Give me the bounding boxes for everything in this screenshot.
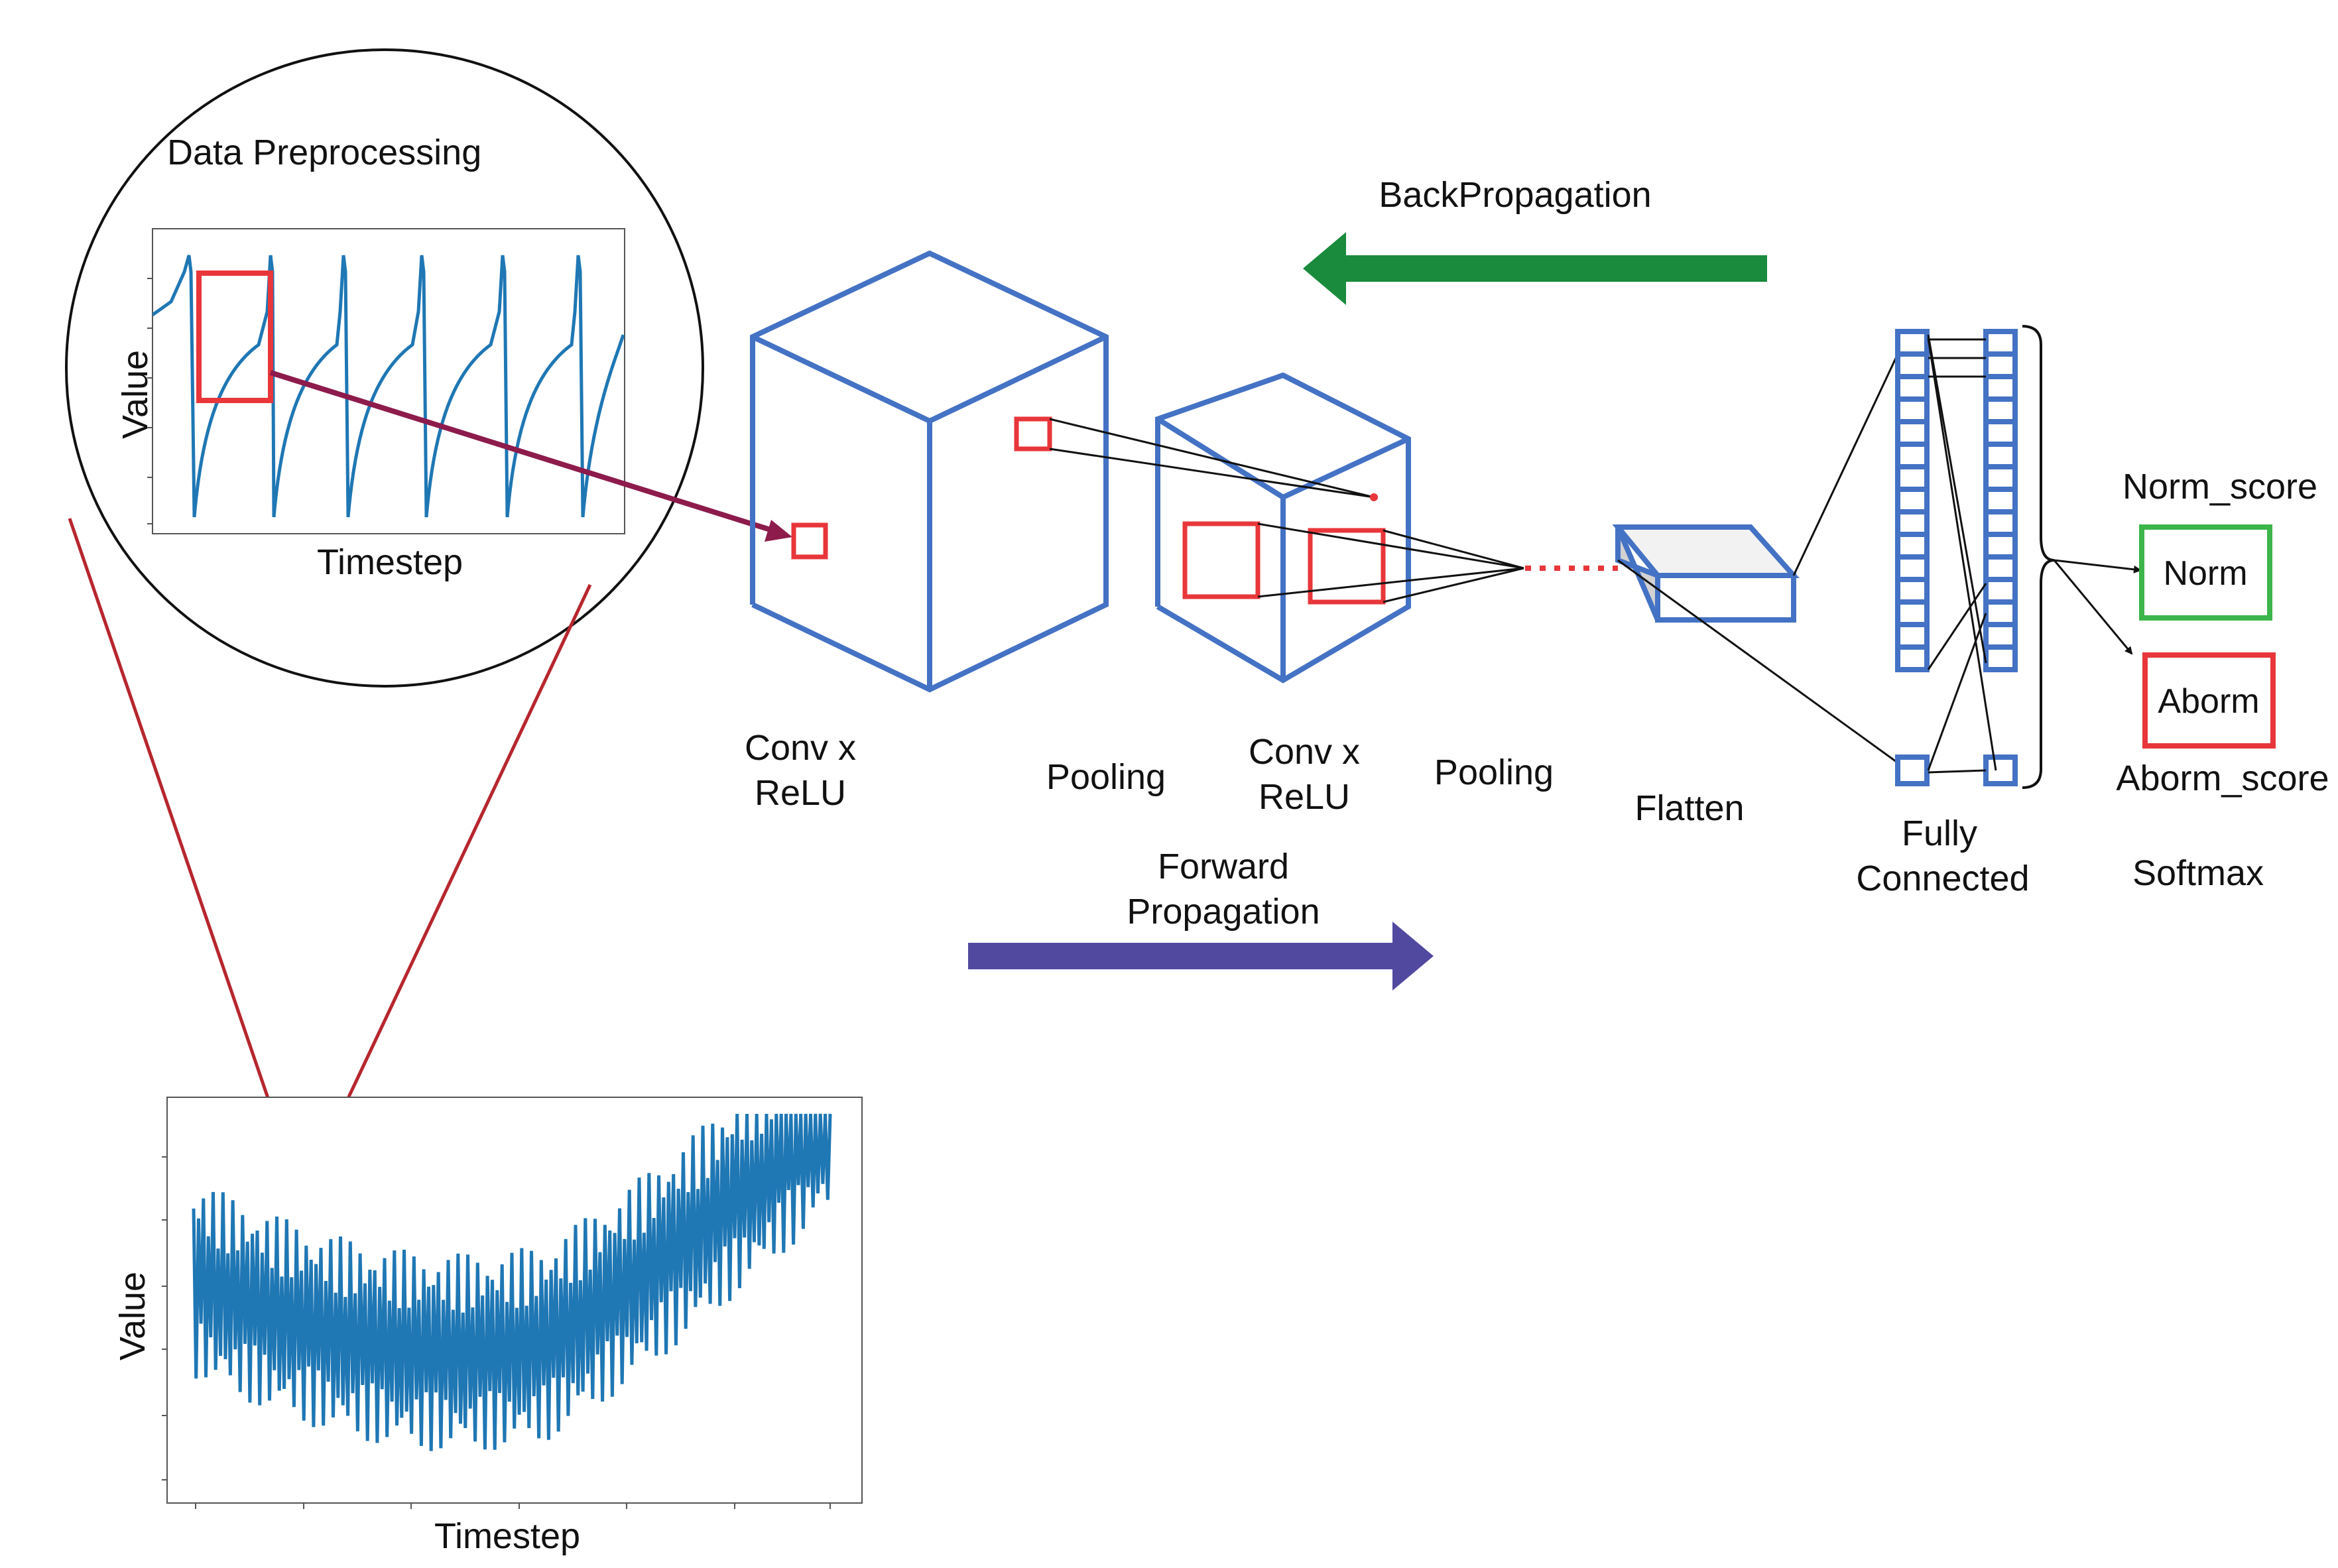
flatten-label: Flatten: [1634, 788, 1744, 828]
fc-neuron-1-8: [1895, 487, 1930, 514]
fc-neuron-1-4: [1895, 396, 1930, 424]
input-to-conv-arrow-shaft: [269, 370, 774, 533]
backprop-label: BackPropagation: [1379, 175, 1651, 215]
zoom-panel-title: Data Preprocessing: [167, 133, 481, 172]
aborm-output-box: [2142, 652, 2276, 749]
bottom-plot-y-ticks: [162, 1156, 167, 1480]
forward-label-line1: Forward: [1158, 847, 1289, 886]
fc-neuron-1-14: [1895, 622, 1930, 650]
zoom-plot-y-ticks: [147, 278, 153, 524]
bottom-plot: Value Timestep: [113, 1097, 863, 1556]
conv1-pool-source-box: [1014, 416, 1052, 452]
backprop-arrow-shape: [1303, 232, 1767, 305]
fc-neuron-1-last: [1895, 754, 1930, 786]
bottom-plot-xlabel: Timestep: [434, 1516, 580, 1556]
conv1-label-line1: Conv x: [745, 728, 856, 768]
softmax-label: Softmax: [2132, 853, 2264, 893]
fc-connection-lines: [1927, 334, 1997, 774]
forward-arrow: Forward Propagation: [968, 847, 1434, 991]
fc-neuron-2-3: [1983, 374, 2018, 402]
fully-connected-columns: [1895, 329, 2018, 786]
fc-neuron-1-7: [1895, 464, 1930, 492]
fc-neuron-2-10: [1983, 532, 2018, 560]
norm-score-label: Norm_score: [2123, 467, 2317, 507]
fc-neuron-2-4: [1983, 396, 2018, 424]
conv2-label-line1: Conv x: [1249, 732, 1360, 772]
conv1-label-line2: ReLU: [755, 773, 846, 813]
fc-neuron-1-12: [1895, 577, 1930, 605]
fc-neuron-1-13: [1895, 599, 1930, 627]
fc-neuron-1-2: [1895, 351, 1930, 379]
pooling2-connector-lines: [1257, 522, 1524, 603]
zoom-plot-ylabel: Value: [115, 350, 155, 439]
pooling1-connector-lines: [1049, 418, 1375, 499]
fc-neuron-1-10: [1895, 532, 1930, 560]
fc-neuron-2-12: [1983, 577, 2018, 605]
aborm-score-label: Aborm_score: [2116, 758, 2329, 798]
zoom-plot-xlabel: Timestep: [317, 542, 463, 582]
fully-connected-label-line2: Connected: [1856, 859, 2029, 898]
softmax-bracket: [2022, 325, 2055, 789]
bottom-signal-line: [192, 1113, 832, 1451]
zoom-plot-frame: [152, 228, 625, 534]
conv2-kernel-box-b: [1308, 528, 1386, 605]
fc-neuron-1-1: [1895, 329, 1930, 357]
fc-neuron-2-5: [1983, 419, 2018, 447]
fc-neuron-2-7: [1983, 464, 2018, 492]
fc-neuron-2-2: [1983, 351, 2018, 379]
pooling1-target-point: [1370, 493, 1378, 501]
aborm-output-label: Aborm: [2158, 682, 2259, 721]
forward-label-line2: Propagation: [1127, 892, 1320, 932]
softmax-output-arrows: [2053, 559, 2142, 655]
fc-neuron-2-6: [1983, 442, 2018, 469]
flatten-block: [1612, 524, 1800, 623]
fc-neuron-2-9: [1983, 509, 2018, 537]
conv1-kernel-box: [791, 522, 828, 560]
fc-neuron-2-14: [1983, 622, 2018, 650]
backprop-arrow: BackPropagation: [1303, 175, 1767, 305]
forward-arrow-shape: [968, 922, 1434, 991]
fc-neuron-1-9: [1895, 509, 1930, 537]
zoom-panel: Data Preprocessing Value Timestep: [65, 48, 792, 688]
fully-connected-label-line1: Fully: [1902, 814, 1977, 853]
conv1-cube: [750, 250, 1109, 693]
fc-neuron-2-15: [1983, 644, 2018, 672]
conv2-label-line2: ReLU: [1259, 777, 1350, 817]
fc-neuron-2-8: [1983, 487, 2018, 514]
pooling2-label: Pooling: [1434, 753, 1554, 792]
conv2-kernel-box-a: [1182, 521, 1261, 599]
norm-output-box: [2139, 524, 2272, 621]
fc-neuron-1-3: [1895, 374, 1930, 402]
flatten-to-fc-lines: [1617, 331, 1910, 772]
fc-neuron-2-1: [1983, 329, 2018, 357]
input-to-conv-arrow-head: [765, 520, 792, 542]
bottom-plot-x-ticks: [195, 1503, 831, 1509]
fc-neuron-2-11: [1983, 554, 2018, 582]
fc-neuron-1-6: [1895, 442, 1930, 469]
fc-neuron-1-5: [1895, 419, 1930, 447]
norm-output-label: Norm: [2163, 554, 2247, 593]
fc-neuron-1-15: [1895, 644, 1930, 672]
zoom-selection-box: [196, 271, 273, 403]
bottom-plot-ylabel: Value: [113, 1272, 153, 1360]
fc-neuron-2-last: [1983, 754, 2018, 786]
pooling1-label: Pooling: [1046, 757, 1166, 797]
fc-neuron-2-13: [1983, 599, 2018, 627]
fc-neuron-1-11: [1895, 554, 1930, 582]
zoom-signal-line: [153, 255, 625, 518]
